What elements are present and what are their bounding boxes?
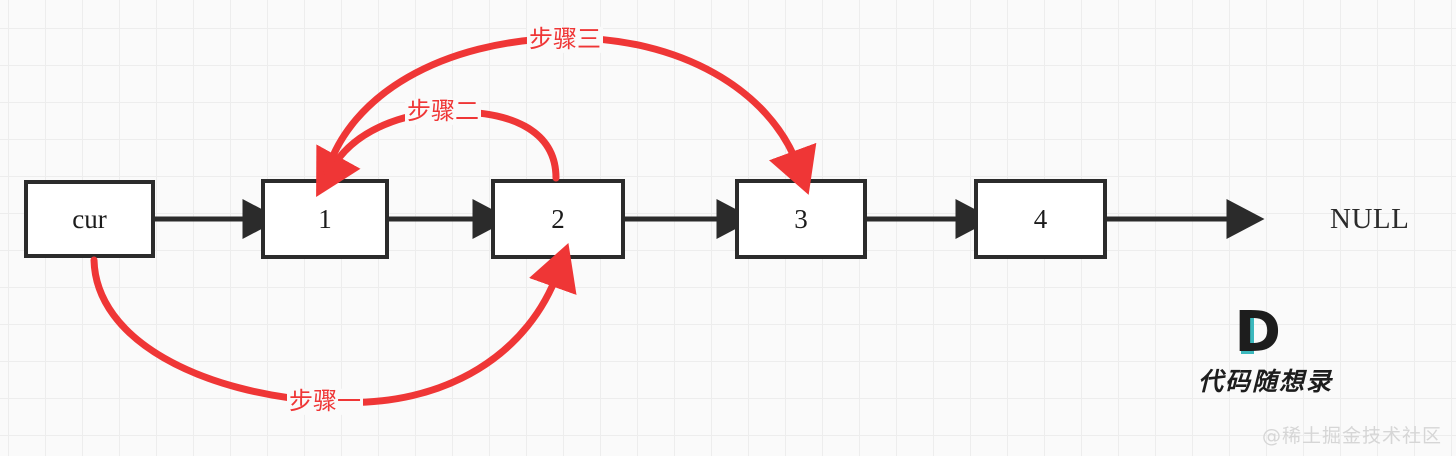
- brand-logo-icon: D: [1234, 300, 1297, 365]
- node-3-label: 3: [794, 203, 808, 234]
- node-1-label: 1: [318, 203, 332, 234]
- node-cur-label: cur: [72, 203, 107, 234]
- node-4-label: 4: [1033, 203, 1048, 234]
- brand-logo-letter: D: [1234, 300, 1281, 365]
- step-1-curve: [90, 243, 577, 407]
- brand-watermark: D 代码随想录: [1198, 300, 1334, 398]
- brand-logo-bar: [1240, 312, 1254, 354]
- step-3-label: 步骤三: [527, 26, 603, 54]
- node-cur: cur: [24, 180, 155, 258]
- null-terminal-label: NULL: [1330, 203, 1410, 235]
- site-watermark-text: @稀土掘金技术社区: [1261, 425, 1442, 447]
- node-2-label: 2: [551, 203, 565, 234]
- step-3-curve: [323, 34, 817, 195]
- step-2-label: 步骤二: [405, 98, 481, 126]
- step-1-label: 步骤一: [287, 388, 363, 416]
- node-4: 4: [974, 179, 1107, 259]
- brand-name-text: 代码随想录: [1198, 367, 1334, 396]
